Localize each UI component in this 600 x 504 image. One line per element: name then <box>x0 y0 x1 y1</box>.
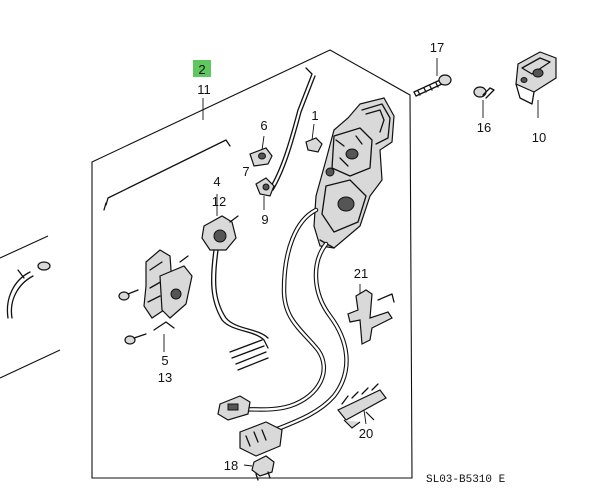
callout-12: 12 <box>212 194 226 209</box>
part-17-bolt <box>413 74 452 97</box>
callout-9: 9 <box>261 212 268 227</box>
part-12-switch <box>201 215 239 251</box>
connector-small <box>217 395 251 421</box>
callout-20: 20 <box>359 426 373 441</box>
part-20-bracket <box>337 383 387 429</box>
callout-2: 2 <box>198 62 205 77</box>
bracket-screw-upper <box>118 289 139 301</box>
diagram-code: SL03-B5310 E <box>426 474 506 486</box>
part-18-clip <box>251 455 275 481</box>
adjacent-assembly-border-lower <box>0 349 61 379</box>
callout-21: 21 <box>354 266 368 281</box>
callout-6: 6 <box>260 118 267 133</box>
callout-4: 4 <box>213 174 220 189</box>
bracket-screw-lower <box>124 333 147 345</box>
switch-wire-harness <box>210 249 269 371</box>
part-9-rod-clip <box>255 177 275 197</box>
callout-1: 1 <box>311 108 318 123</box>
door-lock-actuator <box>313 97 395 249</box>
adjacent-cable <box>6 261 51 319</box>
callout-7: 7 <box>242 164 249 179</box>
part-1-clip <box>305 137 323 153</box>
callout-10: 10 <box>532 130 546 145</box>
lock-rod <box>103 139 231 211</box>
callout-5: 5 <box>161 353 168 368</box>
inside-handle-cable-b <box>263 241 349 435</box>
callout-2-highlight <box>193 60 211 77</box>
connector-large <box>239 421 283 457</box>
inside-handle-cable-a <box>237 207 327 413</box>
part-21-handle <box>347 289 395 345</box>
adjacent-assembly-border <box>0 235 49 259</box>
part-10-striker <box>515 51 557 105</box>
part-16-screw <box>473 86 495 99</box>
part-5-handle-bracket <box>143 249 193 331</box>
callout-13: 13 <box>158 370 172 385</box>
leader-lines <box>163 58 539 467</box>
inside-handle-rod <box>269 67 316 191</box>
callout-18: 18 <box>224 458 238 473</box>
callout-16: 16 <box>477 120 491 135</box>
assembly-frame <box>91 49 413 479</box>
callout-17: 17 <box>430 40 444 55</box>
callout-11: 11 <box>197 82 211 97</box>
part-6-clip <box>249 147 273 167</box>
